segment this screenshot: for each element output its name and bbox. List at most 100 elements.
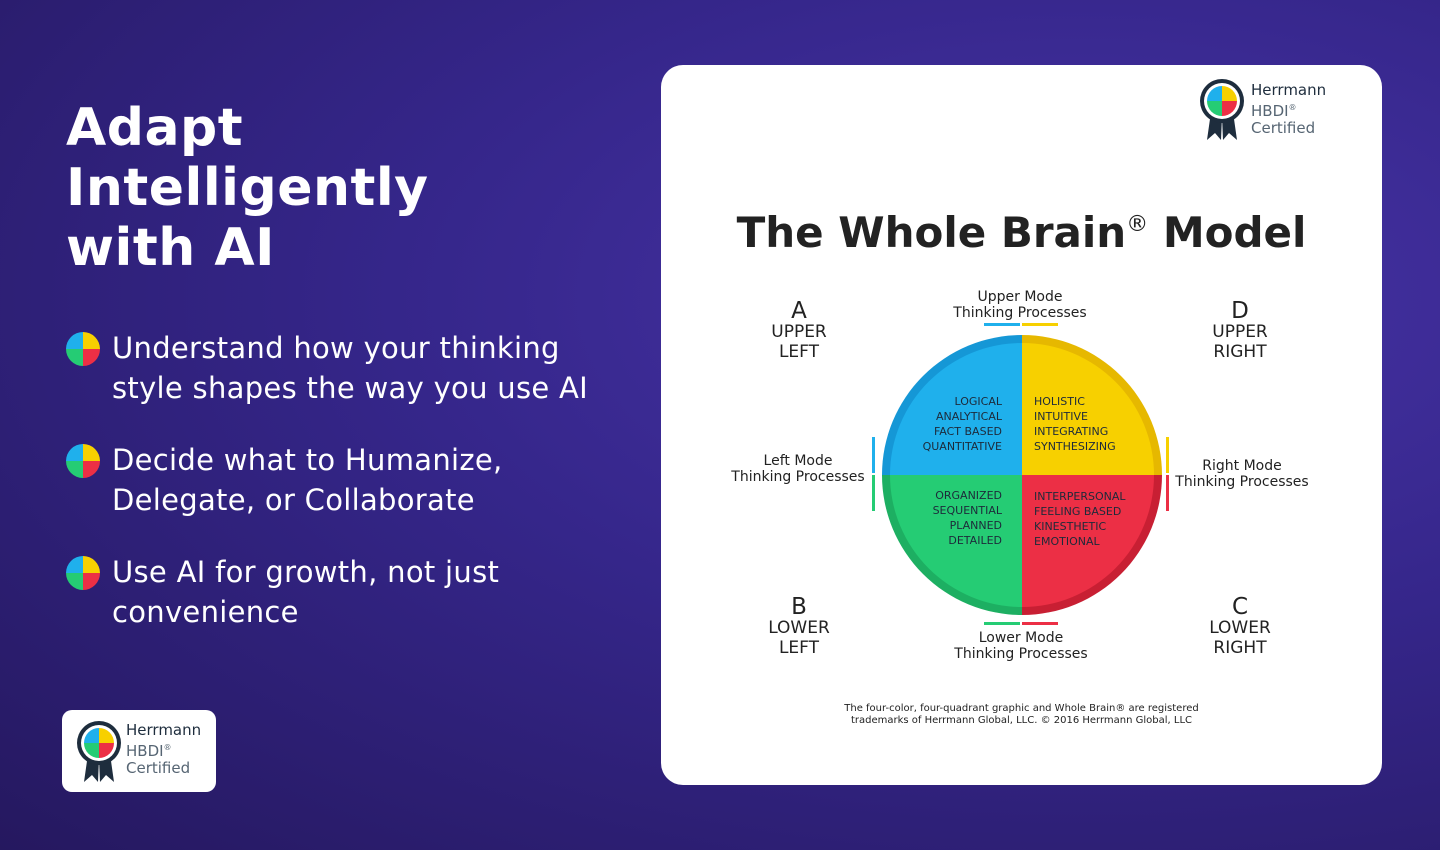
model-title-suffix: Model	[1162, 208, 1307, 257]
lower-mode-bar-green	[984, 622, 1020, 625]
quadrant-text: FACT BASED	[934, 425, 1002, 438]
quadrant-upper-right	[1022, 335, 1162, 475]
quadrant-lower-right	[1022, 475, 1162, 615]
quadrant-text: DETAILED	[948, 534, 1002, 547]
quadrant-upper-left	[882, 335, 1022, 475]
mode-label-line: Lower Mode	[978, 630, 1064, 646]
footnote-line: trademarks of Herrmann Global, LLC. © 20…	[850, 715, 1193, 726]
badge-product: HBDI®	[126, 739, 201, 760]
corner-word: LOWER	[768, 618, 830, 638]
whole-brain-icon	[66, 332, 100, 366]
corner-word: RIGHT	[1213, 342, 1267, 362]
whole-brain-icon	[66, 556, 100, 590]
lower-mode-bar-red	[1022, 622, 1058, 625]
headline-line-2: Intelligently	[66, 158, 429, 218]
badge-reg-mark: ®	[163, 743, 172, 752]
hbdi-certified-badge: Herrmann HBDI® Certified	[62, 710, 216, 792]
bullet-list: Understand how your thinking style shape…	[66, 328, 626, 664]
quadrant-text: INTUITIVE	[1034, 410, 1088, 423]
corner-label-d: D UPPER RIGHT	[1180, 298, 1300, 363]
bullet-text-line: Use AI for growth, not just	[112, 555, 500, 589]
model-title-text: The Whole Brain	[736, 208, 1127, 257]
quadrant-text: INTERPERSONAL	[1034, 490, 1126, 503]
mode-label-line: Thinking Processes	[731, 469, 865, 485]
bullet-text: Use AI for growth, not just convenience	[112, 552, 499, 632]
left-mode-label: Left Mode Thinking Processes	[723, 453, 873, 485]
bullet-text: Understand how your thinking style shape…	[112, 328, 588, 408]
mode-label-line: Thinking Processes	[954, 646, 1088, 662]
corner-label-c: C LOWER RIGHT	[1180, 594, 1300, 659]
mode-label-line: Right Mode	[1202, 458, 1282, 474]
lower-mode-label: Lower Mode Thinking Processes	[931, 630, 1111, 662]
right-mode-label: Right Mode Thinking Processes	[1167, 458, 1317, 490]
bullet-item: Decide what to Humanize, Delegate, or Co…	[66, 440, 626, 520]
upper-mode-bar-blue	[984, 323, 1020, 326]
ribbon-badge-icon	[1200, 79, 1244, 140]
mode-label-line: Upper Mode	[977, 289, 1063, 305]
quadrant-text: ANALYTICAL	[936, 410, 1003, 423]
quadrant-text: ORGANIZED	[935, 489, 1002, 502]
badge-product: HBDI®	[1251, 99, 1326, 120]
badge-product-name: HBDI	[126, 742, 164, 760]
quadrant-text: PLANNED	[950, 519, 1002, 532]
badge-status: Certified	[1251, 119, 1316, 137]
quadrant-text: EMOTIONAL	[1034, 535, 1100, 548]
badge-text: Herrmann HBDI® Certified	[1251, 82, 1326, 137]
corner-label-a: A UPPER LEFT	[739, 298, 859, 363]
footnote-line: The four-color, four-quadrant graphic an…	[844, 703, 1199, 714]
ribbon-badge-icon	[77, 721, 121, 782]
bullet-item: Understand how your thinking style shape…	[66, 328, 626, 408]
bullet-text-line: Decide what to Humanize,	[112, 443, 503, 477]
headline-line-1: Adapt	[66, 98, 244, 158]
whole-brain-icon	[66, 444, 100, 478]
bullet-text-line: style shapes the way you use AI	[112, 371, 589, 405]
headline-line-3: with AI	[66, 218, 275, 278]
upper-mode-label: Upper Mode Thinking Processes	[930, 289, 1110, 321]
quadrant-text: HOLISTIC	[1034, 395, 1085, 408]
quadrant-text: QUANTITATIVE	[923, 440, 1002, 453]
quadrant-lower-left	[882, 475, 1022, 615]
corner-word: UPPER	[771, 322, 827, 342]
corner-letter: C	[1231, 594, 1249, 620]
corner-letter: A	[791, 298, 807, 324]
quadrant-text: SEQUENTIAL	[933, 504, 1003, 517]
corner-word: LEFT	[778, 342, 820, 362]
corner-word: UPPER	[1212, 322, 1268, 342]
badge-brand: Herrmann	[1251, 81, 1327, 99]
left-mode-bar-green	[872, 475, 875, 511]
bullet-item: Use AI for growth, not just convenience	[66, 552, 626, 632]
bullet-text: Decide what to Humanize, Delegate, or Co…	[112, 440, 503, 520]
corner-letter: D	[1231, 298, 1249, 324]
badge-product-name: HBDI	[1251, 102, 1289, 120]
quadrant-text: SYNTHESIZING	[1034, 440, 1116, 453]
quadrant-text: LOGICAL	[955, 395, 1003, 408]
corner-label-b: B LOWER LEFT	[739, 594, 859, 659]
whole-brain-card: Herrmann HBDI® Certified The Whole Brain…	[661, 65, 1382, 785]
corner-word: LEFT	[778, 638, 820, 658]
corner-letter: B	[791, 594, 807, 620]
badge-reg-mark: ®	[1288, 103, 1297, 112]
corner-word: LOWER	[1209, 618, 1271, 638]
corner-word: RIGHT	[1213, 638, 1267, 658]
badge-brand: Herrmann	[126, 721, 202, 739]
model-title-reg: ®	[1126, 212, 1149, 237]
right-mode-bar-red	[1166, 475, 1169, 511]
mode-label-line: Thinking Processes	[953, 305, 1087, 321]
trademark-footnote: The four-color, four-quadrant graphic an…	[661, 703, 1382, 727]
bullet-text-line: convenience	[112, 595, 299, 629]
left-mode-bar-blue	[872, 437, 875, 473]
bullet-text-line: Understand how your thinking	[112, 331, 560, 365]
badge-text: Herrmann HBDI® Certified	[126, 722, 201, 777]
bullet-text-line: Delegate, or Collaborate	[112, 483, 475, 517]
badge-status: Certified	[126, 759, 191, 777]
right-mode-bar-yellow	[1166, 437, 1169, 473]
quadrant-text: FEELING BASED	[1034, 505, 1121, 518]
whole-brain-diagram: LOGICAL ANALYTICAL FACT BASED QUANTITATI…	[882, 335, 1162, 615]
quadrant-text: KINESTHETIC	[1034, 520, 1107, 533]
upper-mode-bar-yellow	[1022, 323, 1058, 326]
model-title: The Whole Brain® Model	[661, 208, 1382, 257]
quadrant-text: INTEGRATING	[1034, 425, 1108, 438]
mode-label-line: Left Mode	[763, 453, 833, 469]
mode-label-line: Thinking Processes	[1175, 474, 1309, 490]
headline: Adapt Intelligently with AI	[66, 98, 586, 278]
